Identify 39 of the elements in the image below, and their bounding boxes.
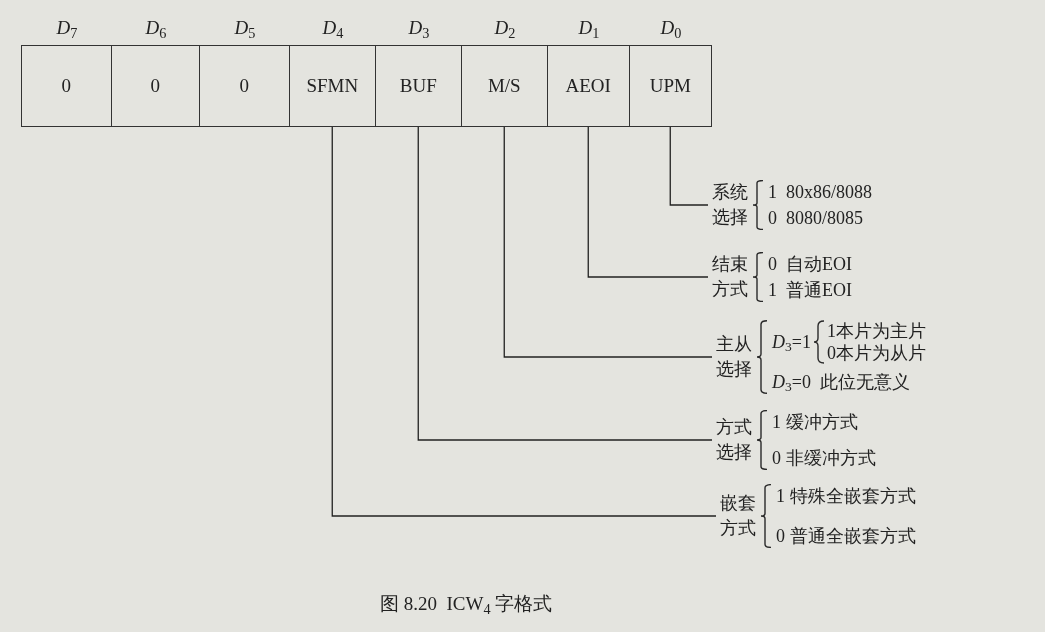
bit-label: D$_{7}$ (55, 16, 79, 43)
leader-line (503, 126, 713, 358)
option-text: 0 自动EOI (768, 253, 852, 276)
leader-line (587, 126, 709, 278)
option-text: 0 8080/8085 (768, 207, 864, 230)
field-name: 结束方式 (712, 253, 748, 301)
bit-label: D$_{3}$ (407, 16, 431, 43)
register-cell: UPM (628, 45, 712, 127)
bit-label: D$_{0}$ (659, 16, 683, 43)
bit-label: D$_{5}$ (233, 16, 257, 43)
option-text: 1本片为主片 (826, 320, 926, 342)
leader-line (331, 126, 717, 517)
register-cell: SFMN (288, 45, 376, 127)
field-name: 系统选择 (712, 181, 748, 229)
option-text: 0 普通全嵌套方式 (776, 525, 916, 548)
field-name: 嵌套方式 (720, 492, 756, 540)
option-text: 0本片为从片 (826, 342, 926, 364)
option-text: D$_{3}$=0 此位无意义 (772, 371, 911, 394)
register-cell: 0 (20, 45, 112, 127)
bit-label: D$_{6}$ (144, 16, 168, 43)
figure-caption: 图 8.20 ICW$_{4}$ 字格式 (380, 592, 553, 619)
register-cell: BUF (374, 45, 462, 127)
field-name: 主从选择 (716, 333, 752, 381)
bit-label: D$_{2}$ (493, 16, 517, 43)
register-cell: 0 (110, 45, 200, 127)
register-cell: 0 (198, 45, 290, 127)
field-name: 方式选择 (716, 416, 752, 464)
bit-label: D$_{4}$ (321, 16, 345, 43)
leader-line (417, 126, 713, 441)
option-text: 1 特殊全嵌套方式 (776, 485, 916, 508)
option-text: 1 缓冲方式 (772, 411, 859, 434)
register-cell: AEOI (546, 45, 630, 127)
leader-line (669, 126, 709, 206)
register-cell: M/S (460, 45, 548, 127)
option-text: 1 普通EOI (768, 279, 852, 302)
option-text: 0 非缓冲方式 (772, 447, 876, 470)
condition-text: D$_{3}$=1 (772, 331, 811, 354)
option-text: 1 80x86/8088 (768, 181, 872, 204)
bit-label: D$_{1}$ (577, 16, 601, 43)
